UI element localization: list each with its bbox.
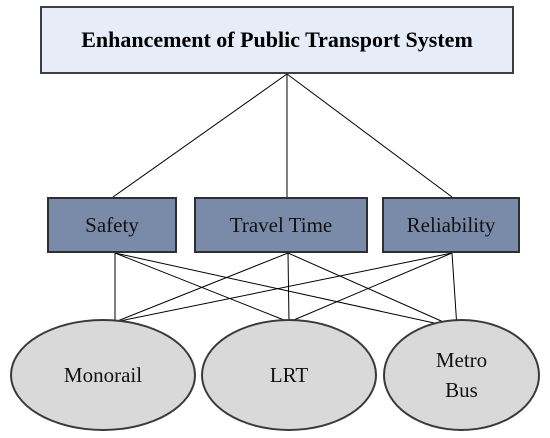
connector-goal-safety [112,73,288,198]
connector-reliability-monorail [114,252,453,323]
criterion-travel-time: Travel Time [194,197,368,253]
criterion-label: Reliability [406,212,496,237]
connector-reliability-lrt [288,252,453,323]
alternative-lrt: LRT [201,319,377,431]
goal-node: Enhancement of Public Transport System [40,6,514,74]
goal-title: Enhancement of Public Transport System [81,27,473,52]
connector-reliability-metro [451,252,458,329]
criterion-label: Travel Time [229,212,333,237]
alternative-metro-bus: Metro Bus [383,319,540,431]
connector-time-lrt [287,252,290,323]
connector-time-metro [287,252,458,329]
alternative-monorail: Monorail [10,319,196,431]
connector-goal-reliability [286,73,453,198]
criterion-label: Safety [85,212,139,237]
alternative-label: LRT [269,363,309,387]
alternative-label: Metro Bus [435,348,488,402]
connector-safety-metro [114,252,458,329]
connector-time-monorail [114,252,289,323]
criterion-safety: Safety [47,197,177,253]
criterion-reliability: Reliability [382,197,520,253]
alternative-label: Monorail [63,363,143,387]
